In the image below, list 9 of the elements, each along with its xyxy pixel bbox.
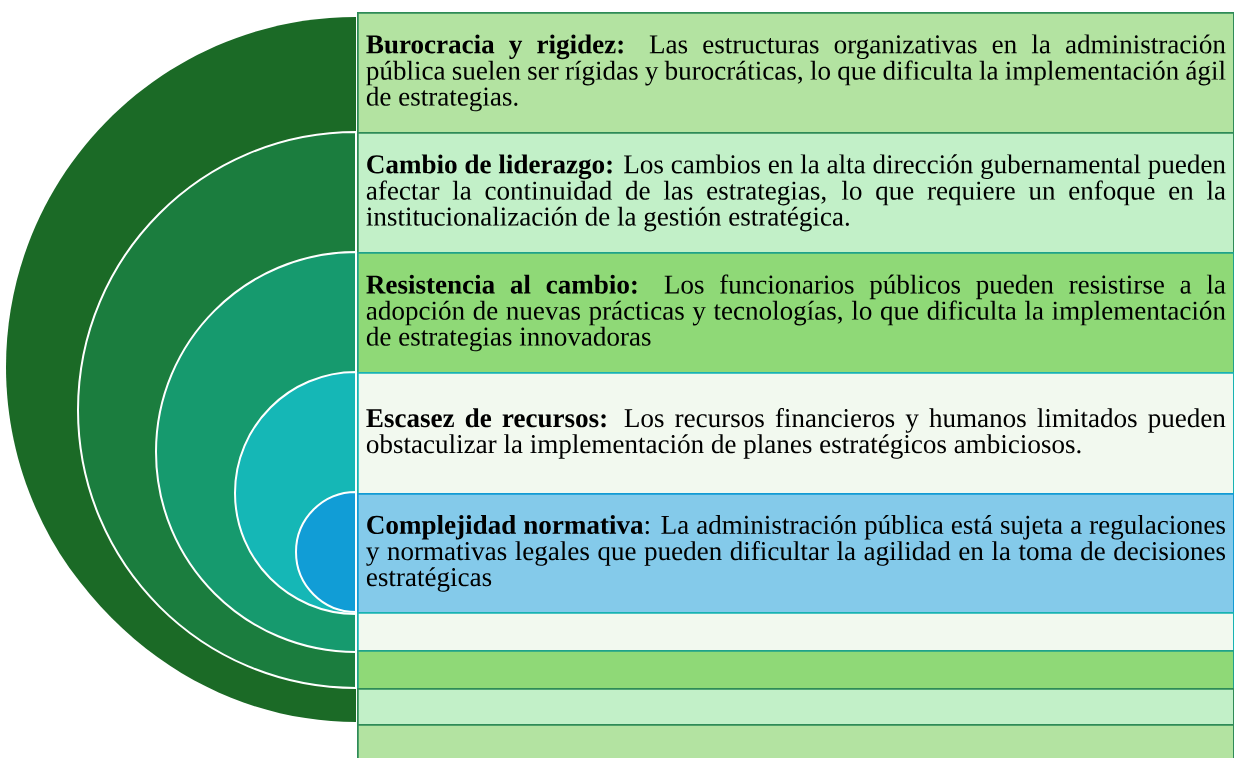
empty-band	[357, 688, 1234, 726]
text-band: Resistencia al cambio: Los funcionarios públicos pueden resistirse a la adopción de nuevas prácticas y tecnologías, lo que dificulta la implementación de estrategias innovadoras	[357, 252, 1234, 374]
text-band: Burocracia y rigidez: Las estructuras organizativas en la administración pública suelen ser rígidas y burocráticas, lo que dificulta la implementación ágil de estrategias.	[357, 12, 1234, 134]
text-band: Escasez de recursos: Los recursos financieros y humanos limitados pueden obstaculizar la implementación de planes estratégicos ambiciosos.	[357, 372, 1234, 495]
empty-band	[357, 612, 1234, 652]
text-band: Cambio de liderazgo: Los cambios en la alta dirección gubernamental pueden afectar la continuidad de las estrategias, lo que requiere un enfoque en la institucionalización de la gestión estratégica.	[357, 132, 1234, 254]
empty-band	[357, 650, 1234, 690]
text-band: Complejidad normativa: La administración pública está sujeta a regulaciones y normativas legales que pueden dificultar la agilidad en la toma de decisiones estratégicas	[357, 493, 1234, 614]
empty-band	[357, 724, 1234, 758]
